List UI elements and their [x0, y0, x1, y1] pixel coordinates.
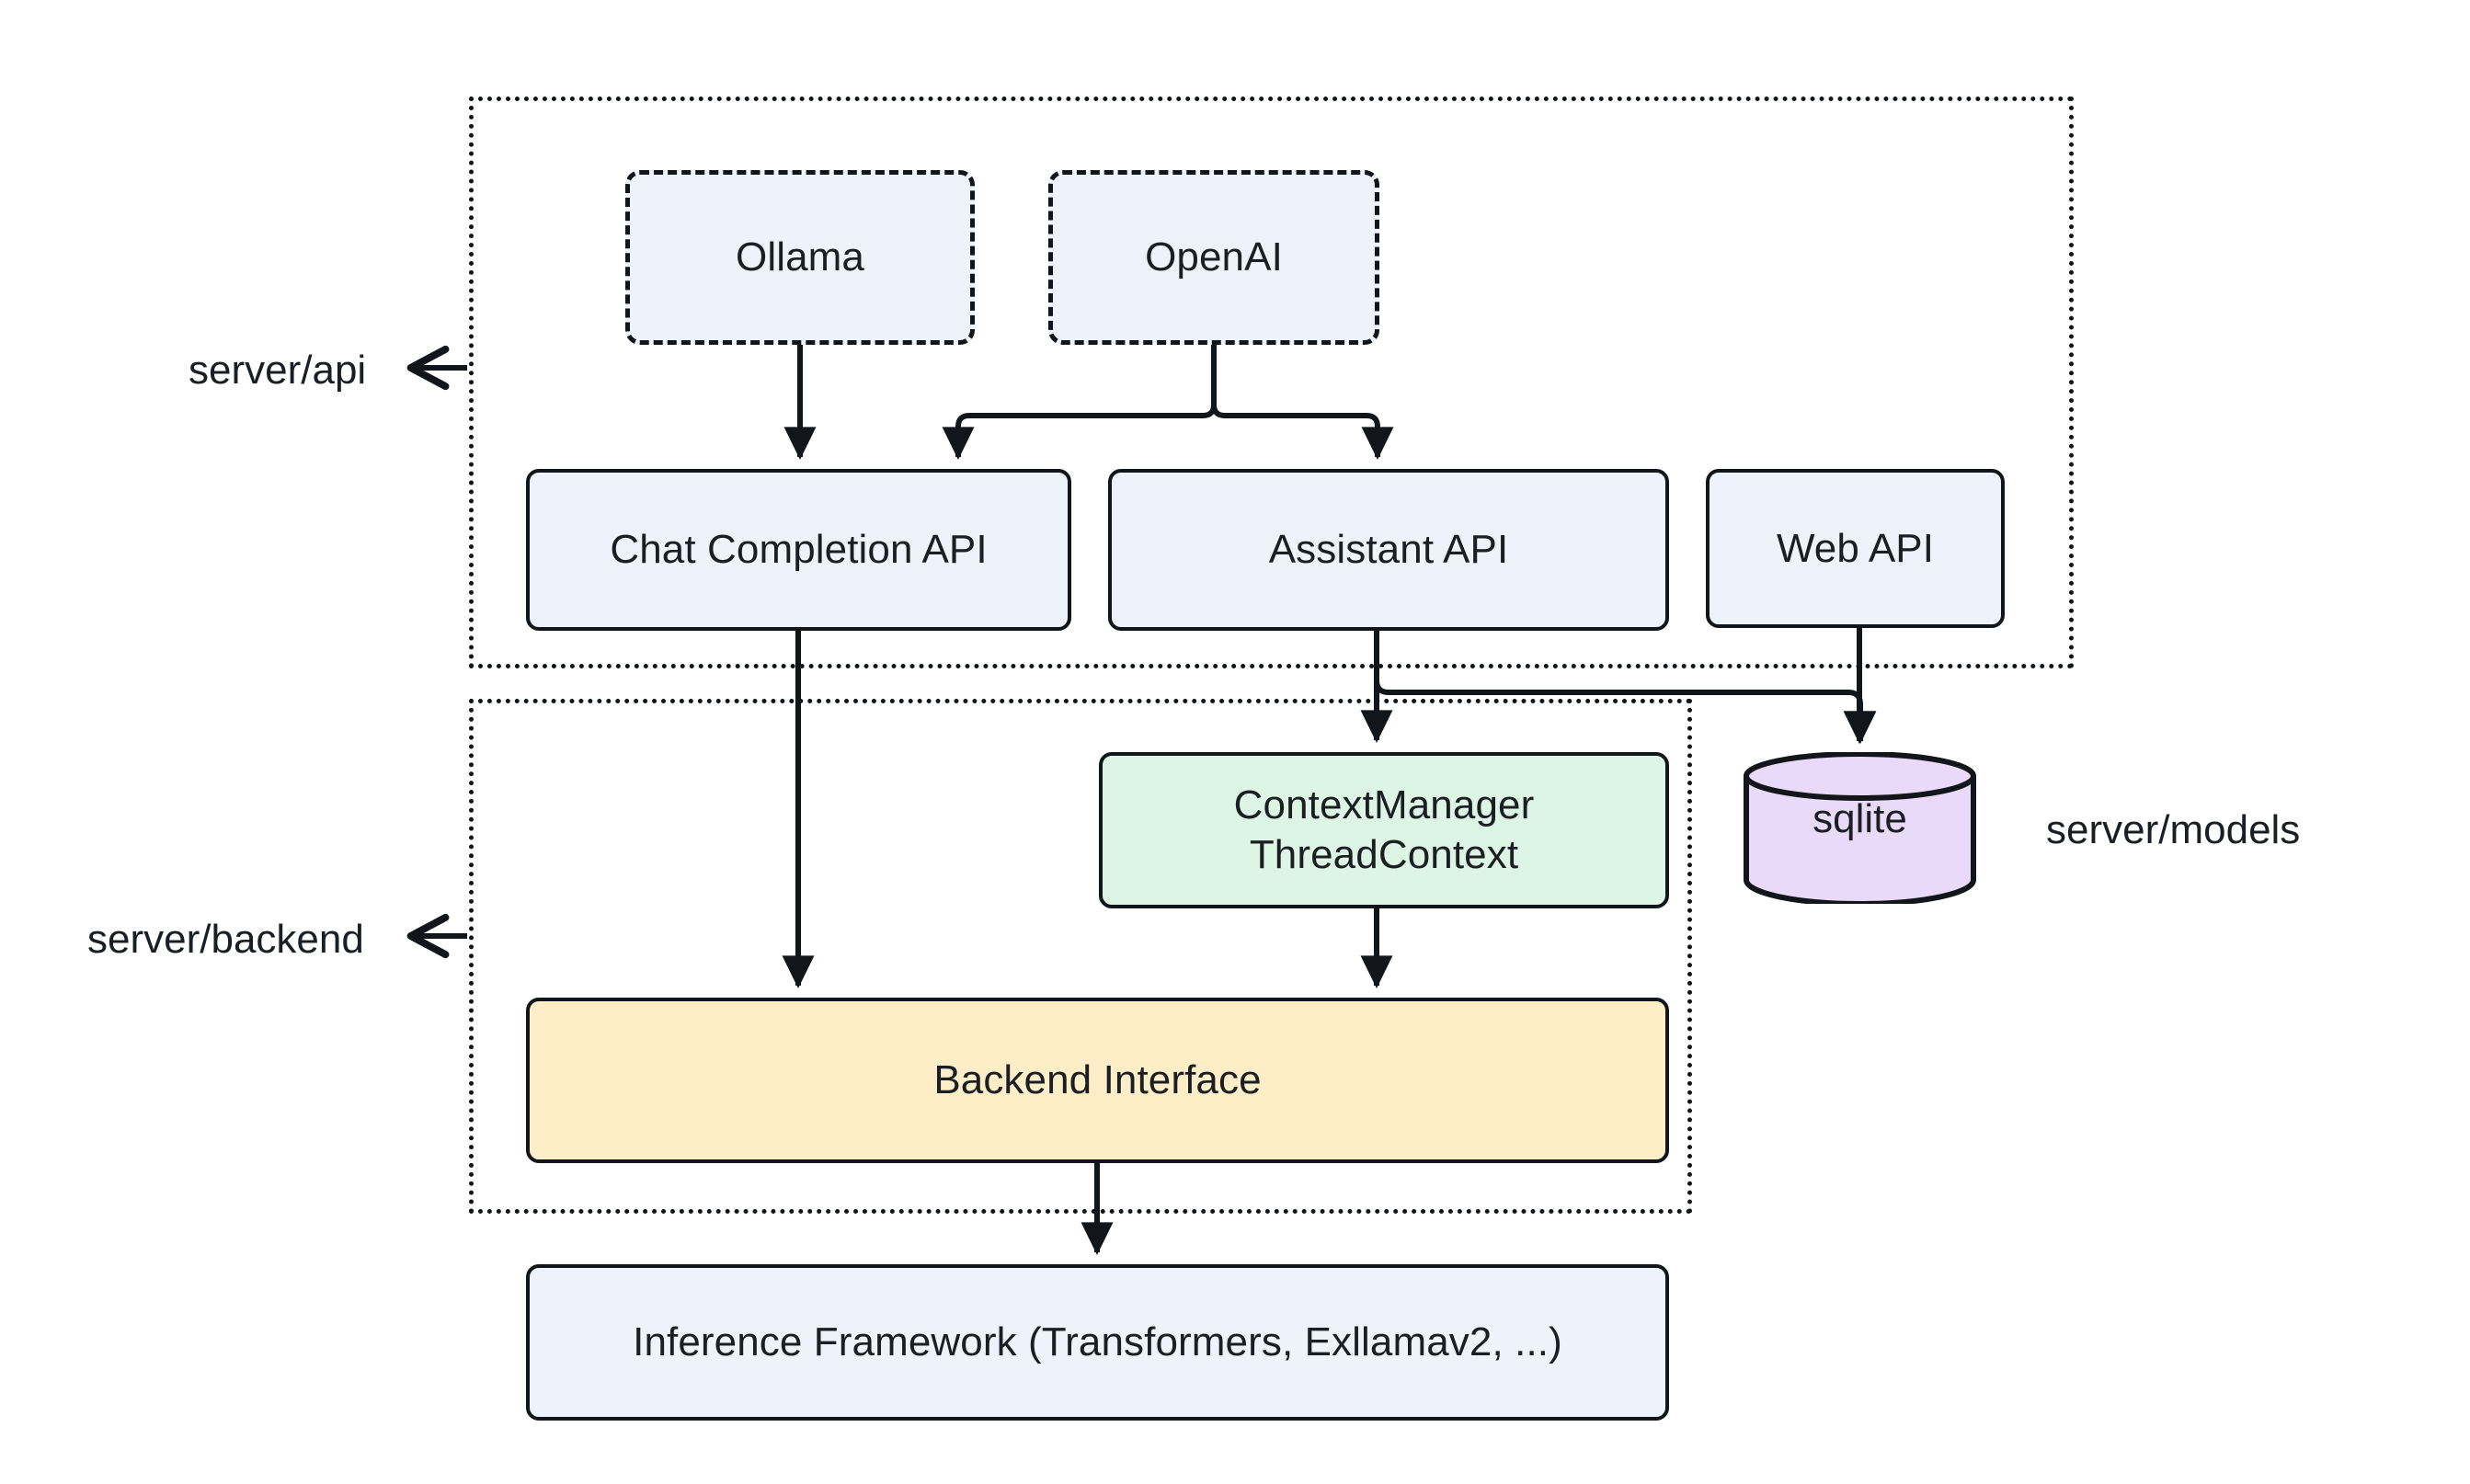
node-assistant-api-label: Assistant API [1268, 527, 1509, 573]
node-backend-interface-label: Backend Interface [933, 1057, 1262, 1103]
node-chat-completion-api-label: Chat Completion API [610, 527, 988, 573]
node-context-manager-label-line2: ThreadContext [1249, 832, 1519, 877]
label-server-api: server/api [189, 348, 367, 393]
node-inference-framework-label: Inference Framework (Transformers, Exlla… [633, 1319, 1562, 1365]
label-server-models: server/models [2046, 807, 2301, 852]
node-inference-framework[interactable]: Inference Framework (Transformers, Exlla… [526, 1264, 1669, 1421]
node-web-api[interactable]: Web API [1706, 469, 2005, 628]
node-web-api-label: Web API [1776, 525, 1935, 571]
node-chat-completion-api[interactable]: Chat Completion API [526, 469, 1071, 631]
node-context-manager[interactable]: ContextManager ThreadContext [1099, 752, 1669, 908]
label-server-backend: server/backend [87, 917, 364, 962]
node-sqlite-label: sqlite [1812, 796, 1907, 841]
node-openai[interactable]: OpenAI [1048, 170, 1379, 345]
node-assistant-api[interactable]: Assistant API [1108, 469, 1669, 631]
node-ollama[interactable]: Ollama [625, 170, 975, 345]
node-ollama-label: Ollama [736, 234, 864, 280]
node-sqlite[interactable]: sqlite [1743, 752, 1977, 904]
database-cylinder-icon [1744, 752, 1976, 904]
node-openai-label: OpenAI [1145, 234, 1283, 280]
node-backend-interface[interactable]: Backend Interface [526, 998, 1669, 1163]
cluster-server-backend [469, 699, 1692, 1214]
node-context-manager-label-line1: ContextManager [1233, 782, 1535, 828]
cluster-server-api [469, 97, 2074, 668]
